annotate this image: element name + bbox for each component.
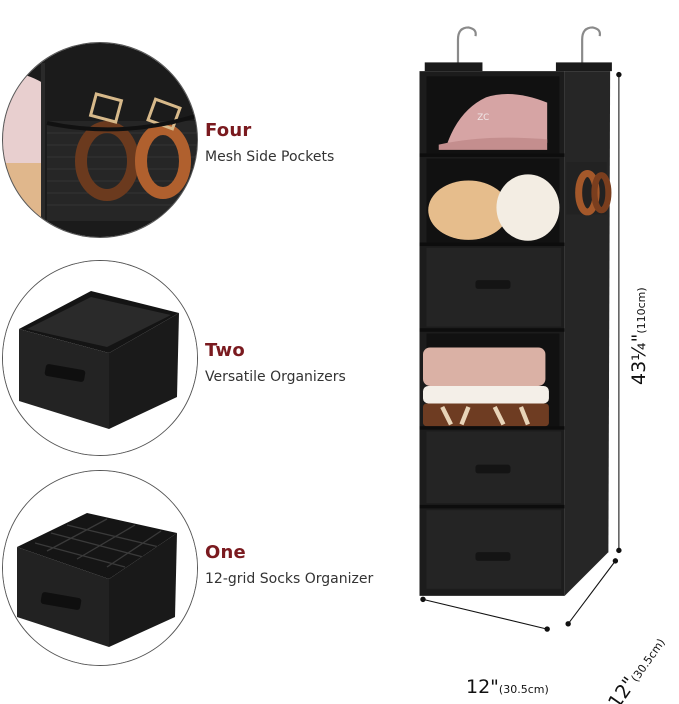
height-dimension-line	[616, 71, 622, 554]
height-metric: (110cm)	[635, 287, 648, 334]
height-dimension-label: 43¼"(110cm)	[628, 287, 650, 385]
hanger-hook-icon	[456, 26, 602, 66]
width-metric: (30.5cm)	[498, 683, 549, 696]
socks-organizer-image	[2, 470, 198, 666]
hanging-organizer-image: ZC	[419, 26, 622, 632]
versatile-organizer-image	[2, 260, 198, 456]
depth-dimension-line	[565, 558, 619, 627]
feature-subtitle-mesh-pockets: Mesh Side Pockets	[205, 149, 335, 165]
feature-title-two: Two	[205, 340, 245, 361]
height-imperial: 43¼"	[628, 333, 650, 385]
feature-title-four: Four	[205, 120, 252, 141]
feature-subtitle-versatile-organizers: Versatile Organizers	[205, 369, 346, 385]
width-dimension-line	[420, 596, 550, 632]
feature-title-one: One	[205, 542, 246, 563]
grid-socks-box-icon	[3, 471, 197, 665]
mesh-pocket-belts-icon	[3, 43, 197, 237]
width-imperial: 12"	[466, 676, 499, 698]
mesh-pockets-image	[2, 42, 198, 238]
storage-box-icon	[3, 261, 197, 455]
feature-subtitle-socks-organizer: 12-grid Socks Organizer	[205, 571, 374, 587]
width-dimension-label: 12"(30.5cm)	[466, 676, 549, 698]
svg-text:ZC: ZC	[477, 113, 489, 123]
